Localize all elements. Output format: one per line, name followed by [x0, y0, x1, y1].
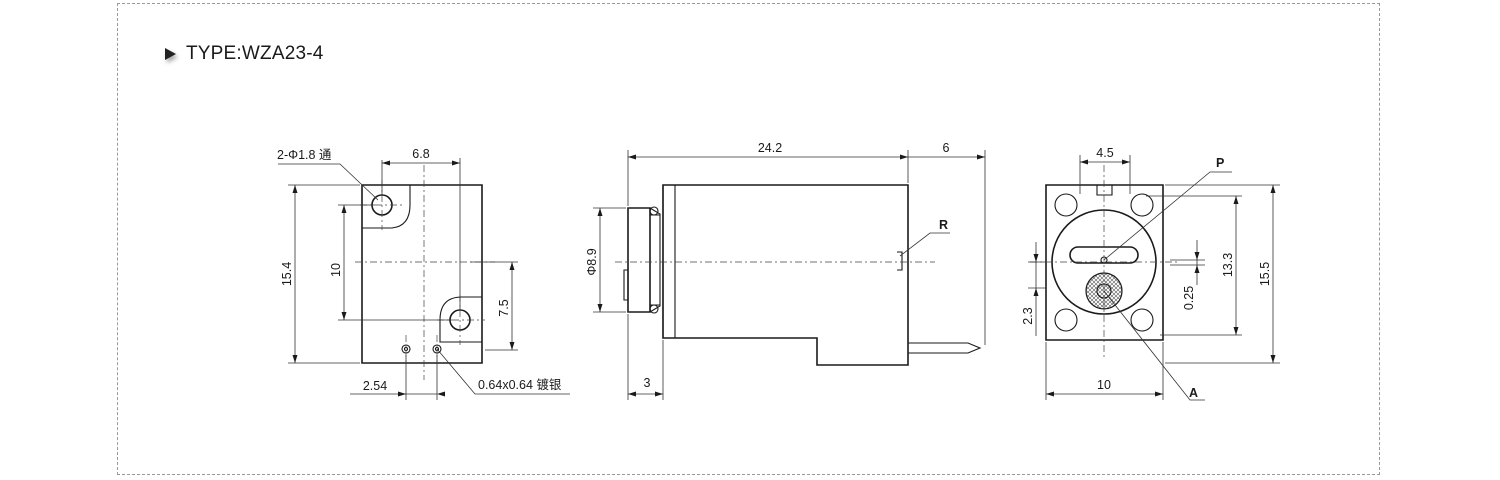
- type-title: TYPE:WZA23-4: [165, 42, 324, 66]
- drawing-frame: [117, 3, 1380, 475]
- dim-end-total-height: 15.5: [1258, 262, 1272, 286]
- dim-hole-spacing: 10: [329, 263, 343, 277]
- pin-note: 0.64x0.64 镀银: [478, 377, 562, 392]
- dim-end-inner-height: 13.3: [1221, 253, 1235, 277]
- hole-note: 2-Φ1.8 通: [277, 148, 332, 162]
- slot: [1069, 246, 1139, 264]
- shaft: [908, 342, 982, 354]
- dim-front-height: 15.4: [280, 262, 294, 286]
- body-outline: [662, 184, 909, 366]
- flange-outline: [627, 207, 651, 313]
- dim-end-top-width: 4.5: [1096, 146, 1113, 160]
- front-tab-outline: [362, 185, 411, 229]
- dim-hole-offset-end: 2.3: [1021, 307, 1035, 324]
- dim-shaft-length: 6: [943, 141, 950, 155]
- label-a: A: [1189, 386, 1198, 400]
- side-view: 24.2 6 Φ8.9 3 R: [585, 141, 986, 400]
- end-view: 4.5 P 13.3 15.5 0.25 2.3 10 A: [1021, 146, 1280, 401]
- triangle-bullet-icon: [165, 48, 176, 60]
- dim-hole-offset: 7.5: [497, 299, 511, 316]
- dim-pin-pitch: 2.54: [363, 379, 387, 393]
- dim-flange-width: 3: [644, 376, 651, 390]
- label-r: R: [939, 218, 948, 232]
- front-view: 6.8 2-Φ1.8 通 15.4 10 7.5 2.54 0.64x0.64 …: [277, 147, 570, 400]
- dim-front-width: 6.8: [412, 147, 429, 161]
- dim-flange-diameter: Φ8.9: [585, 248, 599, 275]
- front-body-outline: [361, 184, 483, 364]
- front-tab2-outline: [439, 296, 482, 343]
- dim-offset: 0.25: [1182, 286, 1196, 310]
- type-label: TYPE:WZA23-4: [186, 43, 324, 64]
- dim-end-width: 10: [1097, 378, 1111, 392]
- dim-body-length: 24.2: [758, 141, 782, 155]
- label-p: P: [1216, 156, 1224, 170]
